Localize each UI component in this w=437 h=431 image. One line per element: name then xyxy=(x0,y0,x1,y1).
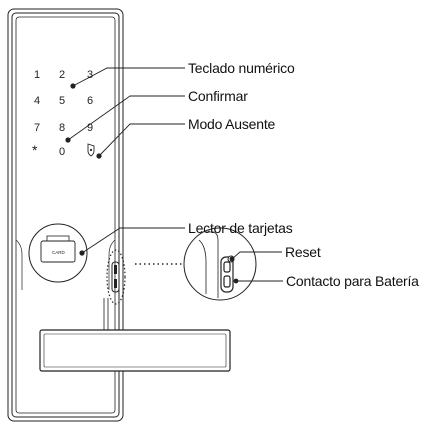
key-3[interactable]: 3 xyxy=(87,69,93,81)
key-star[interactable]: * xyxy=(32,142,38,158)
callout-lines xyxy=(65,67,283,284)
side-port xyxy=(106,249,126,305)
key-1[interactable]: 1 xyxy=(34,69,40,81)
shield-icon[interactable] xyxy=(87,143,95,157)
key-0[interactable]: 0 xyxy=(59,146,65,158)
zoom-detail xyxy=(183,227,257,301)
key-7[interactable]: 7 xyxy=(34,122,40,134)
key-8[interactable]: 8 xyxy=(59,122,65,134)
key-2[interactable]: 2 xyxy=(59,69,65,81)
lock-body xyxy=(7,8,124,422)
card-icon-text: CARD xyxy=(52,250,66,255)
key-4[interactable]: 4 xyxy=(34,95,40,107)
card-icon: CARD xyxy=(40,235,76,263)
card-reader: CARD xyxy=(28,223,88,283)
key-6[interactable]: 6 xyxy=(87,95,93,107)
key-9[interactable]: 9 xyxy=(87,122,93,134)
label-keypad: Teclado numérico xyxy=(188,60,295,76)
handle-lever xyxy=(39,298,231,372)
key-5[interactable]: 5 xyxy=(59,95,65,107)
label-confirm: Confirmar xyxy=(188,88,248,104)
keypad: 1 2 3 4 5 6 7 8 9 * 0 xyxy=(32,69,95,158)
label-battery-contact: Contacto para Batería xyxy=(286,273,419,289)
label-card-reader: Lector de tarjetas xyxy=(188,220,293,236)
label-away-mode: Modo Ausente xyxy=(188,116,276,132)
label-reset: Reset xyxy=(285,244,321,260)
